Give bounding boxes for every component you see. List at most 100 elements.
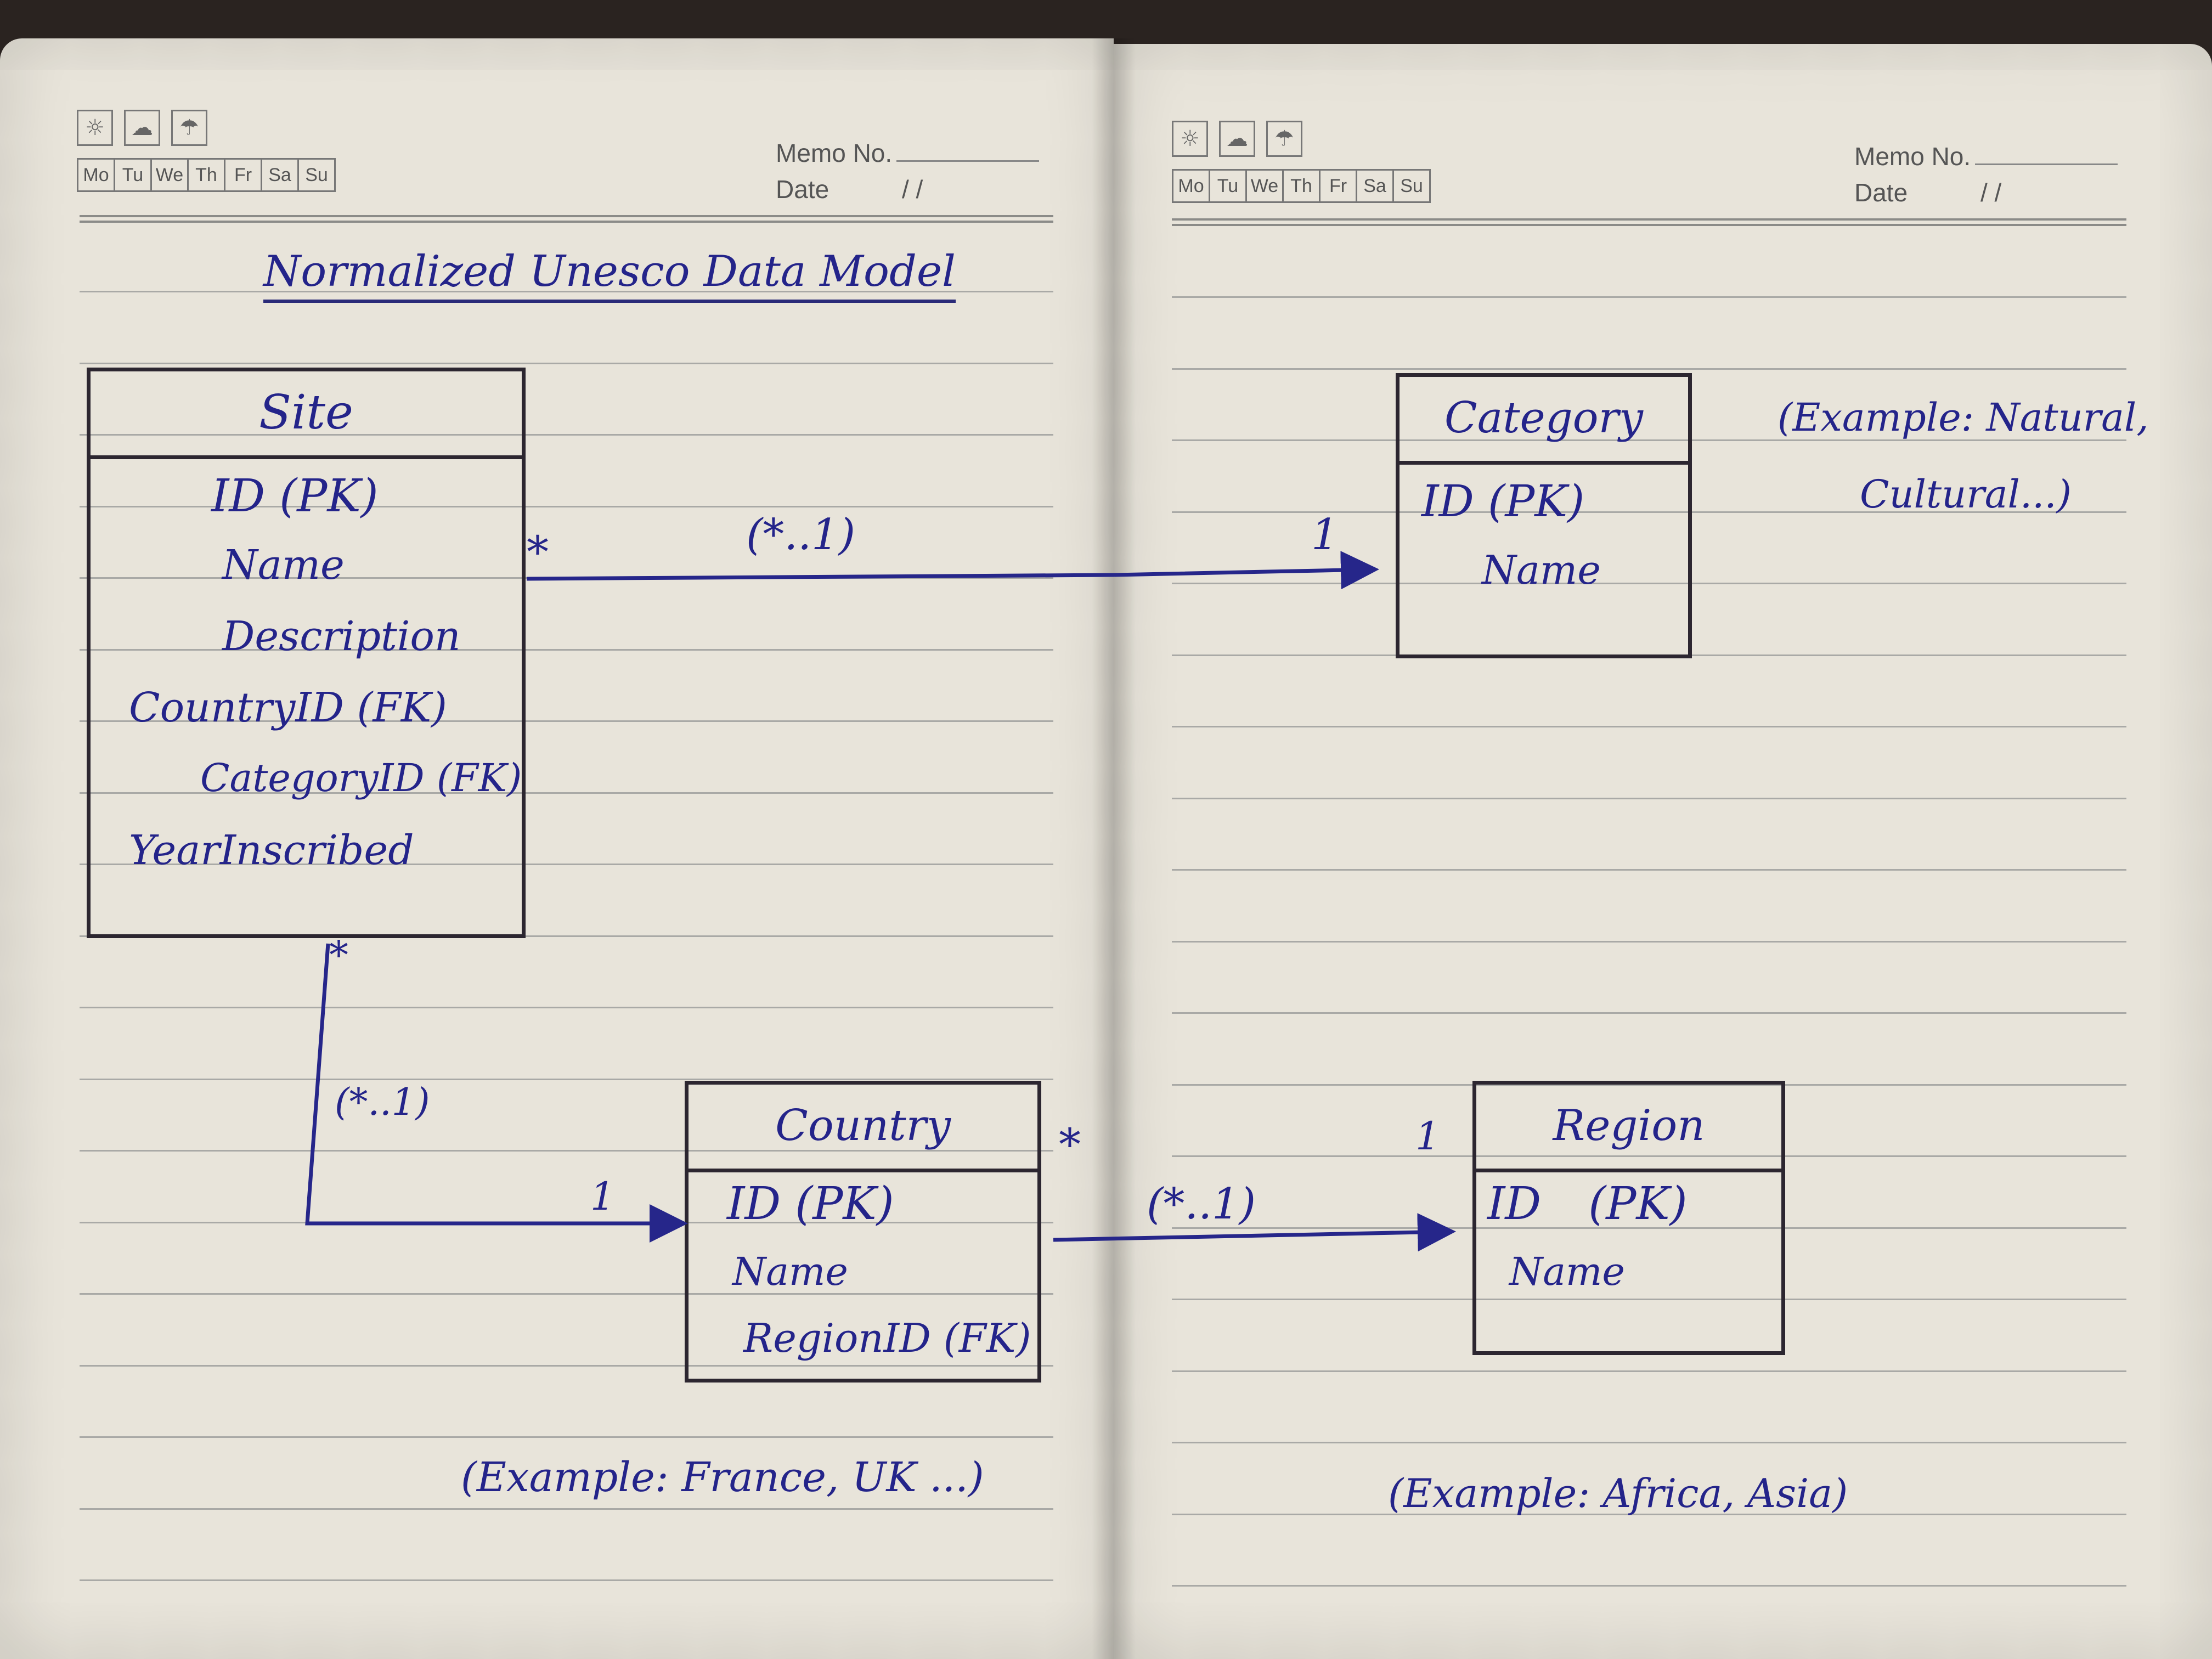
ruled-line (1172, 583, 2126, 584)
ruled-line (80, 792, 1053, 794)
memo-no-left: Memo No. (776, 138, 1040, 168)
entity-attribute: ID (PK) (727, 1178, 894, 1230)
country-example: (Example: France, UK ...) (461, 1454, 984, 1501)
ruled-line (1172, 368, 2126, 370)
rain-icon: ☂ (171, 110, 207, 146)
entity-attribute: CategoryID (FK) (200, 755, 522, 800)
country-region-label: (*..1) (1147, 1180, 1256, 1229)
site-category-to-mult: 1 (1311, 510, 1339, 560)
ruled-line (1172, 1227, 2126, 1229)
ruled-line (1172, 296, 2126, 298)
ruled-line (1172, 869, 2126, 871)
ruled-line (80, 864, 1053, 865)
entity-country: Country ID (PK) Name RegionID (FK) (685, 1081, 1041, 1383)
ruled-line (1172, 1155, 2126, 1157)
notebook-spine (1092, 38, 1136, 1659)
country-region-line (1053, 1213, 1456, 1252)
entity-attribute: Name (1509, 1249, 1625, 1294)
weekday-box: Su (297, 158, 336, 192)
entity-attribute: Name (1482, 547, 1601, 593)
entity-attribute: YearInscribed (129, 827, 414, 874)
date-left: Date / / (776, 174, 923, 204)
entity-category: Category ID (PK) Name (1396, 373, 1692, 658)
ruled-line (1172, 1299, 2126, 1300)
ruled-line (80, 363, 1053, 364)
header-right: ☼ ☁ ☂ Mo Tu We Th Fr Sa Su (1172, 121, 1431, 203)
ruled-line (80, 1150, 1053, 1152)
region-example: (Example: Africa, Asia) (1388, 1470, 1848, 1516)
cloudy-icon: ☁ (124, 110, 160, 146)
ruled-line (1172, 1442, 2126, 1443)
ruled-line (80, 434, 1053, 436)
site-country-line (305, 943, 688, 1243)
site-category-label: (*..1) (746, 510, 856, 560)
country-region-to-mult: 1 (1415, 1114, 1440, 1159)
entity-attribute: Name (732, 1249, 848, 1294)
entity-attribute: ID (PK) (1421, 476, 1585, 527)
category-example: (Example: Natural, (1778, 395, 2149, 440)
memo-no-right: Memo No. (1854, 142, 2118, 171)
rain-icon: ☂ (1266, 121, 1302, 157)
site-country-label: (*..1) (335, 1081, 430, 1124)
ruled-line (1172, 726, 2126, 727)
header-left: ☼ ☁ ☂ Mo Tu We Th Fr Sa Su (77, 110, 336, 192)
ruled-line (80, 221, 1053, 223)
ruled-line (80, 720, 1053, 722)
entity-site: Site ID (PK) Name Description CountryID … (87, 368, 526, 938)
site-country-from-mult: * (329, 933, 348, 978)
category-example-cont: Cultural...) (1860, 472, 2072, 517)
sun-icon: ☼ (77, 110, 113, 146)
weekday-box: Su (1392, 169, 1431, 203)
weekday-row: Mo Tu We Th Fr Sa Su (1172, 169, 1431, 203)
notebook-page-left (0, 38, 1114, 1659)
entity-attribute: Name (222, 541, 345, 589)
entity-attribute: RegionID (FK) (743, 1315, 1031, 1361)
entity-attribute: Description (222, 613, 461, 660)
ruled-line (1172, 1370, 2126, 1372)
ruled-line (1172, 511, 2126, 513)
ruled-line (80, 215, 1053, 217)
ruled-line (80, 506, 1053, 507)
ruled-line (1172, 224, 2126, 226)
diagram-title: Normalized Unesco Data Model (263, 247, 956, 303)
site-category-from-mult: * (527, 527, 549, 578)
site-country-to-mult: 1 (590, 1174, 615, 1219)
sun-icon: ☼ (1172, 121, 1208, 157)
ruled-line (80, 1508, 1053, 1510)
site-category-line (526, 551, 1379, 590)
ruled-line (1172, 1084, 2126, 1086)
weather-icons: ☼ ☁ ☂ (77, 110, 334, 146)
ruled-line (1172, 439, 2126, 441)
entity-name: Region (1476, 1085, 1781, 1172)
country-region-from-mult: * (1059, 1119, 1081, 1170)
entity-region: Region ID (PK) Name (1472, 1081, 1785, 1355)
entity-name: Site (91, 371, 522, 459)
cloudy-icon: ☁ (1219, 121, 1255, 157)
date-separators: / / (1980, 178, 2002, 207)
memo-label: Memo No. (776, 139, 893, 167)
ruled-line (1172, 1585, 2126, 1587)
ruled-line (80, 935, 1053, 937)
ruled-line (80, 1293, 1053, 1295)
ruled-line (80, 1079, 1053, 1080)
ruled-line (80, 1579, 1053, 1581)
date-separators: / / (901, 175, 923, 204)
ruled-line (1172, 218, 2126, 221)
entity-attribute: ID (PK) (1487, 1178, 1688, 1230)
entity-name: Category (1400, 377, 1688, 465)
ruled-line (1172, 941, 2126, 943)
ruled-line (80, 649, 1053, 651)
entity-name: Country (689, 1085, 1037, 1172)
entity-attribute: ID (PK) (211, 470, 379, 522)
ruled-line (1172, 1514, 2126, 1515)
weather-icons: ☼ ☁ ☂ (1172, 121, 1429, 157)
entity-attribute: CountryID (FK) (129, 684, 447, 731)
ruled-line (80, 1436, 1053, 1438)
date-right: Date / / (1854, 178, 2001, 207)
ruled-line (80, 291, 1053, 292)
ruled-line (1172, 798, 2126, 799)
ruled-line (80, 1007, 1053, 1008)
memo-label: Memo No. (1854, 142, 1971, 171)
date-label: Date (776, 175, 830, 204)
